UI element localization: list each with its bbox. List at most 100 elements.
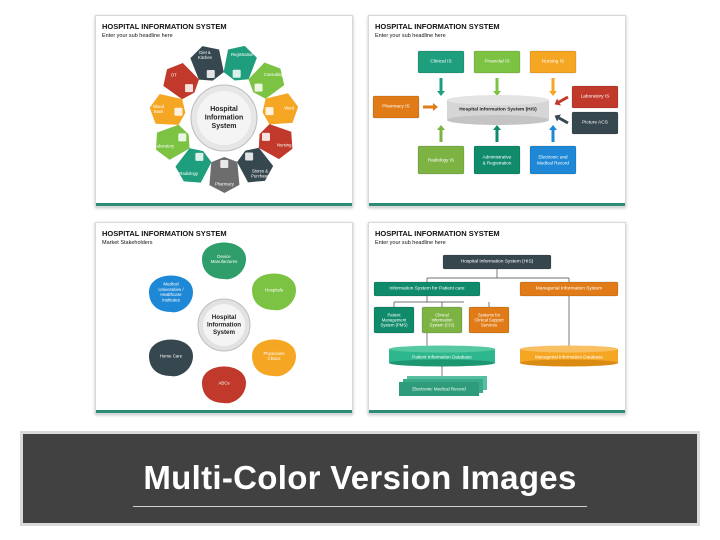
center-label: System — [212, 123, 237, 130]
db-top — [520, 345, 618, 353]
top-box-label: Clinical IS — [430, 59, 451, 65]
child-box-label: Information — [432, 318, 454, 323]
petal-label: Consulting — [264, 72, 284, 77]
slide-thumbnail-1[interactable]: HOSPITAL INFORMATION SYSTEM Enter your s… — [95, 15, 353, 207]
arrow-head — [493, 125, 501, 130]
petal-shape — [209, 156, 240, 193]
slide-thumbnail-3[interactable]: HOSPITAL INFORMATION SYSTEM Market Stake… — [95, 222, 353, 414]
slide-subtitle: Enter your sub headline here — [375, 240, 446, 246]
petal-label: Purchase — [251, 173, 269, 178]
arrow-shaft — [558, 116, 569, 125]
child-box-label: System (CIS) — [430, 323, 455, 328]
branch-box-label: Managerial Information System — [536, 286, 602, 292]
slide-title: HOSPITAL INFORMATION SYSTEM — [102, 22, 227, 31]
arrow-head — [433, 103, 438, 111]
stakeholder-label: Universities / — [158, 287, 184, 292]
slide-title: HOSPITAL INFORMATION SYSTEM — [375, 229, 500, 238]
child-box-label: System (PMS) — [381, 323, 409, 328]
db-top — [389, 345, 495, 353]
petal-label: Ward — [284, 106, 295, 111]
db-label: Patient Information Database — [412, 355, 472, 360]
petal-icon — [220, 159, 229, 168]
petal-shape — [190, 46, 224, 81]
arrow-head — [549, 91, 557, 96]
top-box-label: Financial IS — [484, 59, 509, 65]
stakeholder-label: Manufactures — [211, 259, 238, 264]
arrow-head — [554, 114, 561, 122]
right-box-label: Picture ACS — [582, 120, 608, 126]
right-box — [571, 111, 619, 135]
center-label: Hospital — [212, 314, 237, 321]
bottom-box — [473, 145, 521, 175]
top-box-label: Nursing IS — [542, 59, 564, 65]
arrow-head — [493, 91, 501, 96]
child-box-label: Clinical Support — [474, 318, 504, 323]
petal-label: Bank — [154, 109, 164, 114]
record-label: Electronic Medical Record — [412, 387, 466, 392]
petal-icon — [178, 133, 187, 142]
petal — [223, 45, 257, 81]
slide-thumbnail-2[interactable]: HOSPITAL INFORMATION SYSTEM Enter your s… — [368, 15, 626, 207]
stakeholder-leaf — [202, 242, 246, 280]
petal-label: OT — [171, 73, 177, 78]
bottom-box-label: Radiology IS — [428, 158, 454, 163]
record-sheet — [399, 382, 479, 396]
bottom-box-label: & Registration — [483, 160, 512, 165]
slide-title: HOSPITAL INFORMATION SYSTEM — [375, 22, 500, 31]
stakeholder-leaf — [149, 275, 193, 313]
petal-label: Laboratory — [154, 143, 175, 148]
petal-label: Nursing — [277, 143, 292, 148]
child-box-label: Systems for — [478, 312, 501, 317]
left-box — [372, 95, 420, 119]
child-box — [373, 306, 415, 334]
hub-diagram: Clinical IS Financial IS Nursing IS Hospita… — [372, 50, 619, 175]
stakeholder-label: Device — [217, 254, 231, 259]
petal-icon — [195, 152, 204, 161]
bottom-box-label: Administrative — [483, 155, 512, 160]
petal-icon — [185, 84, 194, 93]
db-body — [389, 349, 495, 363]
petal — [190, 46, 224, 81]
stakeholder-label: Home Care — [160, 354, 183, 359]
bottom-box-label: Electronic and — [538, 155, 568, 160]
petal — [209, 156, 240, 193]
petal — [262, 93, 299, 125]
branch-box-label: Information System for Patient care — [389, 286, 465, 292]
arrow-shaft — [558, 95, 569, 104]
petal-shape — [149, 94, 186, 125]
slide-title: HOSPITAL INFORMATION SYSTEM — [102, 229, 227, 238]
bottom-box — [417, 145, 465, 175]
right-box — [571, 85, 619, 109]
petal-label: Kitchen — [198, 55, 213, 60]
arrow-head — [549, 125, 557, 130]
child-box-label: Management — [382, 318, 407, 323]
arrow-head — [437, 91, 445, 96]
petal-label: Blood — [153, 104, 164, 109]
center-label: Hospital — [210, 106, 238, 113]
stakeholder-label: ABCs — [218, 381, 230, 386]
center-label: Information — [207, 322, 241, 329]
stakeholder-label: Institutes — [162, 297, 180, 302]
petal-label: Registration — [231, 52, 254, 57]
db-label: Managerial Information Database — [535, 355, 603, 360]
child-box — [421, 306, 463, 334]
stakeholder-leaf — [252, 273, 296, 311]
stakeholder-label: Medical — [163, 282, 178, 287]
top-box — [473, 50, 521, 74]
slide-thumbnail-4[interactable]: HOSPITAL INFORMATION SYSTEM Enter your s… — [368, 222, 626, 414]
petal-diagram: RegistrationConsultingWardNursingStores … — [149, 45, 299, 193]
left-box-label: Pharmacy IS — [382, 104, 409, 110]
stakeholder-diagram: DeviceManufacturesHospitalsPhysiciansCli… — [149, 242, 296, 404]
center-cylinder-top — [447, 95, 549, 105]
banner-title: Multi-Color Version Images — [143, 459, 577, 496]
stakeholder-leaf — [202, 366, 246, 404]
petal-label: Radiology — [179, 171, 199, 176]
center-label: System — [213, 329, 236, 336]
db-bottom — [389, 359, 495, 367]
center-label: Hospital Information System (HIS) — [459, 107, 537, 113]
bottom-box-label: Medical Record — [537, 160, 569, 165]
petal-label: Pharmacy — [215, 181, 235, 186]
petal-label: Diet & — [199, 50, 211, 55]
child-box-label: Patient — [387, 312, 401, 317]
top-box — [417, 50, 465, 74]
